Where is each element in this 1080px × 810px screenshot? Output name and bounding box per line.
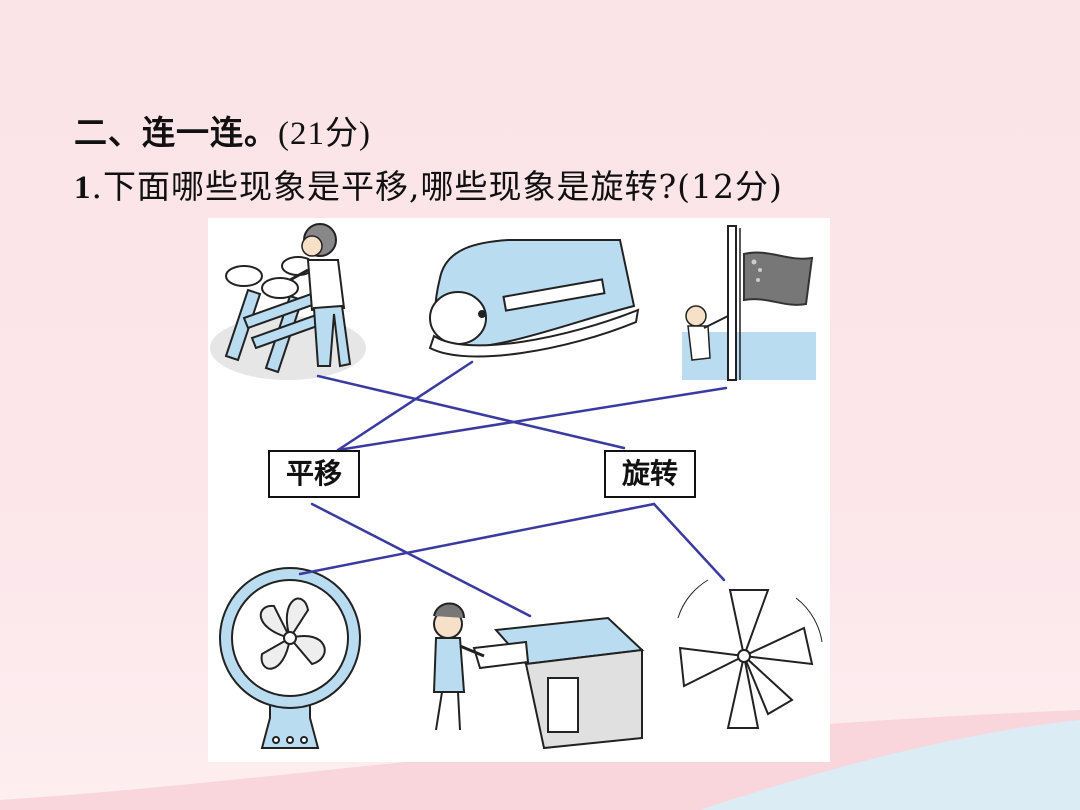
drawer-girl-picture (432, 602, 645, 750)
flag-raising-picture (682, 225, 816, 381)
section-score: (21分) (278, 116, 371, 152)
question-text: .下面哪些现象是平移,哪些现象是旋转?(12分) (91, 167, 783, 206)
section-heading: 二、连一连。(21分) (74, 106, 371, 154)
train-picture (428, 239, 640, 358)
question-line: 1.下面哪些现象是平移,哪些现象是旋转?(12分) (74, 160, 783, 208)
matching-panel: 平移 旋转 (208, 218, 830, 762)
rotate-label-box: 旋转 (604, 450, 696, 498)
translate-label-box: 平移 (268, 450, 360, 498)
steering-wheel-girl-picture (210, 223, 366, 380)
connection-lines (298, 360, 728, 618)
section-title: 二、连一连。 (74, 113, 278, 152)
matching-illustration (210, 223, 823, 750)
question-number: 1 (74, 170, 92, 206)
electric-fan-picture (219, 567, 361, 749)
pinwheel-picture (677, 579, 823, 729)
